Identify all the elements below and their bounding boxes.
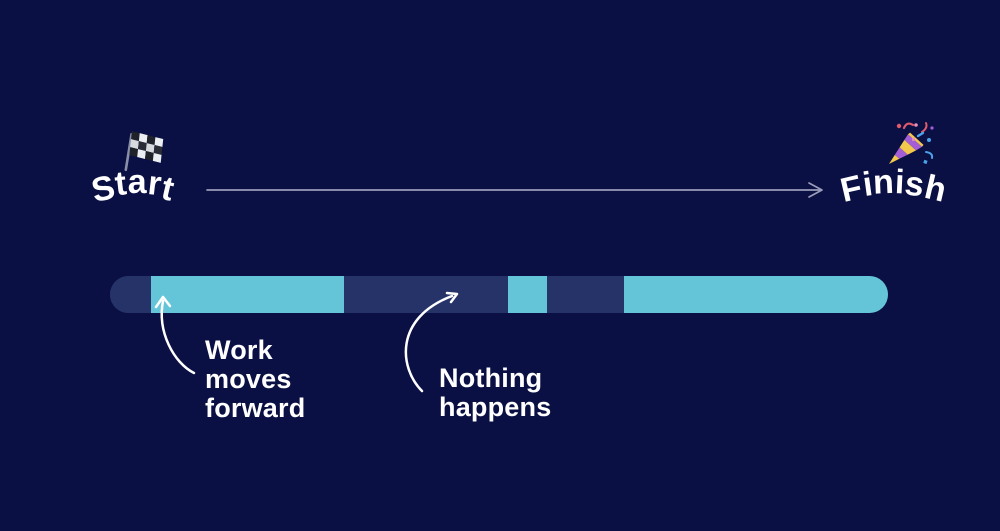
progress-bar [110, 276, 888, 313]
checkered-flag-icon [116, 124, 164, 179]
start-label: Start [87, 163, 179, 211]
party-popper-icon [882, 118, 936, 177]
annotation-line: moves [205, 364, 292, 394]
annotation-line: Work [205, 335, 273, 365]
annotation-line: forward [205, 393, 306, 423]
bar-segment-track [344, 276, 508, 313]
annotation-work-moves-forward: Work moves forward [205, 336, 305, 423]
annotation-line: Nothing [439, 363, 543, 393]
bar-segment-track [547, 276, 624, 313]
bar-segment-progress [624, 276, 888, 313]
annotation-nothing-happens: Nothing happens [439, 364, 551, 422]
annotation-line: happens [439, 392, 552, 422]
bar-segment-track [110, 276, 151, 313]
timeline-arrow-icon [206, 182, 823, 198]
finish-label: Finish [836, 162, 952, 210]
bar-segment-progress [151, 276, 344, 313]
bar-segment-progress [508, 276, 547, 313]
